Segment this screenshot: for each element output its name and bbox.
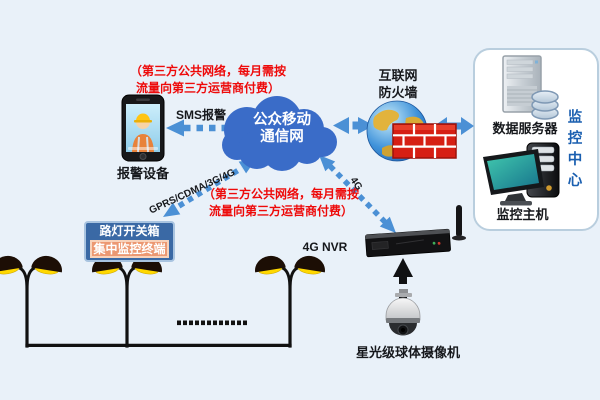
data-server-label: 数据服务器 (492, 121, 558, 136)
note-line: （第三方公共网络，每月需按 (202, 187, 359, 201)
streetlight-circuit (0, 255, 325, 348)
central-monitoring-terminal: 集中监控终端 (90, 240, 169, 258)
internet-label-line: 互联网 (378, 68, 418, 83)
alarm-device-label: 报警设备 (116, 166, 169, 181)
sms-alarm-label: SMS报警 (176, 108, 227, 122)
sms-alarm-arrow (166, 119, 231, 137)
camera-icon (385, 289, 421, 336)
alarm-phone-icon (121, 94, 165, 162)
continuation-dots (177, 320, 247, 326)
firewall-icon (392, 123, 457, 159)
cloud-label-line: 通信网 (260, 129, 304, 145)
internet-label-line: 防火墙 (378, 84, 418, 100)
nvr-icon (365, 205, 466, 258)
cloud-globe-link (333, 117, 374, 134)
streetlight-icon (0, 255, 62, 348)
note-line: （第三方公共网络，每月需按 (129, 64, 286, 78)
third-party-note-top: （第三方公共网络，每月需按 流量向第三方运营商付费） (123, 63, 293, 97)
camera-label: 星光级球体摄像机 (355, 345, 460, 360)
note-line: 流量向第三方运营商付费） (135, 81, 280, 95)
mobile-cloud-icon (222, 96, 337, 171)
note-line: 流量向第三方运营商付费） (208, 204, 353, 218)
nvr-label: 4G NVR (302, 240, 348, 254)
monitor-host-label: 监控主机 (496, 207, 549, 222)
monitor-host-icon (483, 142, 560, 206)
streetlight-icon (255, 255, 325, 348)
mobile-cloud-label: 公众移动 通信网 (224, 112, 340, 146)
internet-firewall-label: 互联网 防火墙 (358, 68, 438, 101)
streetlight-icon (92, 255, 162, 348)
third-party-note-mid: （第三方公共网络，每月需按 流量向第三方运营商付费） (196, 186, 366, 220)
switchbox-title: 路灯开关箱 (99, 224, 160, 238)
fourg-link-arrow (319, 155, 396, 233)
streetlight-switchbox: 路灯开关箱 集中监控终端 (84, 221, 175, 262)
monitoring-center-side-label: 监控中心 (567, 110, 583, 189)
database-disks-icon (531, 90, 559, 120)
cloud-label-line: 公众移动 (253, 112, 311, 128)
